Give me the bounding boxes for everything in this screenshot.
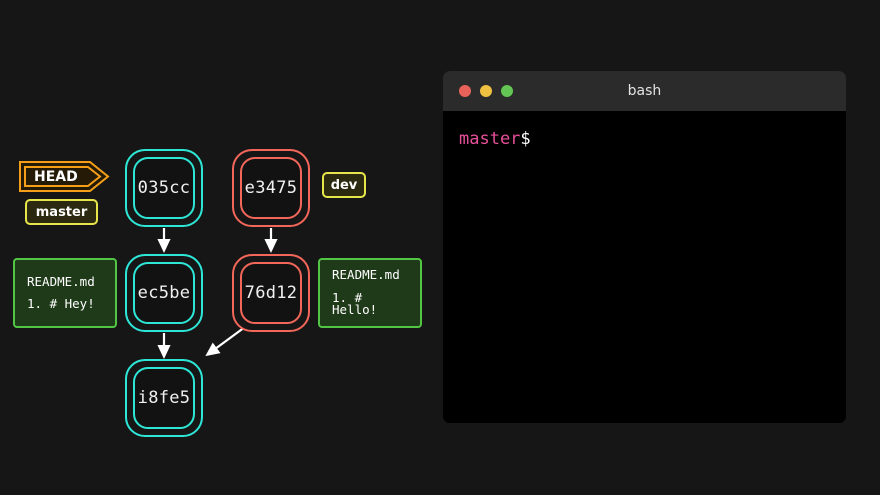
commit-node-76d12[interactable]: 76d12 <box>232 254 310 332</box>
branch-tag-dev-label: dev <box>330 177 358 193</box>
file-name: README.md <box>27 273 95 289</box>
branch-tag-dev[interactable]: dev <box>322 172 366 198</box>
commit-node-i8fe5[interactable]: i8fe5 <box>125 359 203 437</box>
head-pointer[interactable]: HEAD <box>18 160 126 193</box>
edge-76d12-i8fe5 <box>205 326 246 357</box>
file-content: 1. # Hey! <box>27 296 95 311</box>
file-name: README.md <box>332 267 400 283</box>
terminal-titlebar[interactable]: bash <box>443 71 846 111</box>
commit-node-inner <box>240 262 302 324</box>
graph-edges <box>157 228 278 360</box>
commit-sha: 76d12 <box>244 283 298 303</box>
commit-sha: 035cc <box>137 178 191 198</box>
commit-sha: e3475 <box>244 178 298 198</box>
branch-tag-master[interactable]: master <box>25 199 98 225</box>
commit-node-inner <box>133 262 195 324</box>
commit-node-ec5be[interactable]: ec5be <box>125 254 203 332</box>
commit-sha: i8fe5 <box>137 388 191 408</box>
terminal-window[interactable]: bash master$ <box>443 71 846 423</box>
file-content: 1. # Hello! <box>332 289 378 318</box>
file-box-left: README.md 1. # Hey! <box>13 258 117 328</box>
prompt-symbol: $ <box>520 129 531 149</box>
maximize-button[interactable] <box>501 85 513 97</box>
head-arrow-icon <box>19 161 110 192</box>
commit-node-inner <box>133 157 195 219</box>
file-box-right: README.md 1. # Hello! <box>318 258 422 328</box>
commit-node-e3475[interactable]: e3475 <box>232 149 310 227</box>
close-button[interactable] <box>459 85 471 97</box>
git-graph: HEAD master dev 035cc e3475 ec5be 76d12 <box>13 149 422 437</box>
terminal-body[interactable]: master$ <box>443 111 846 423</box>
prompt-branch: master <box>459 129 521 149</box>
commit-node-inner <box>240 157 302 219</box>
branch-tag-master-label: master <box>35 204 88 220</box>
terminal-prompt-line: master$ <box>459 129 846 149</box>
commit-sha: ec5be <box>137 283 191 303</box>
commit-node-035cc[interactable]: 035cc <box>125 149 203 227</box>
terminal-title: bash <box>627 83 662 99</box>
commit-node-inner <box>133 367 195 429</box>
head-label: HEAD <box>34 168 78 185</box>
minimize-button[interactable] <box>480 85 492 97</box>
traffic-lights <box>459 71 513 111</box>
